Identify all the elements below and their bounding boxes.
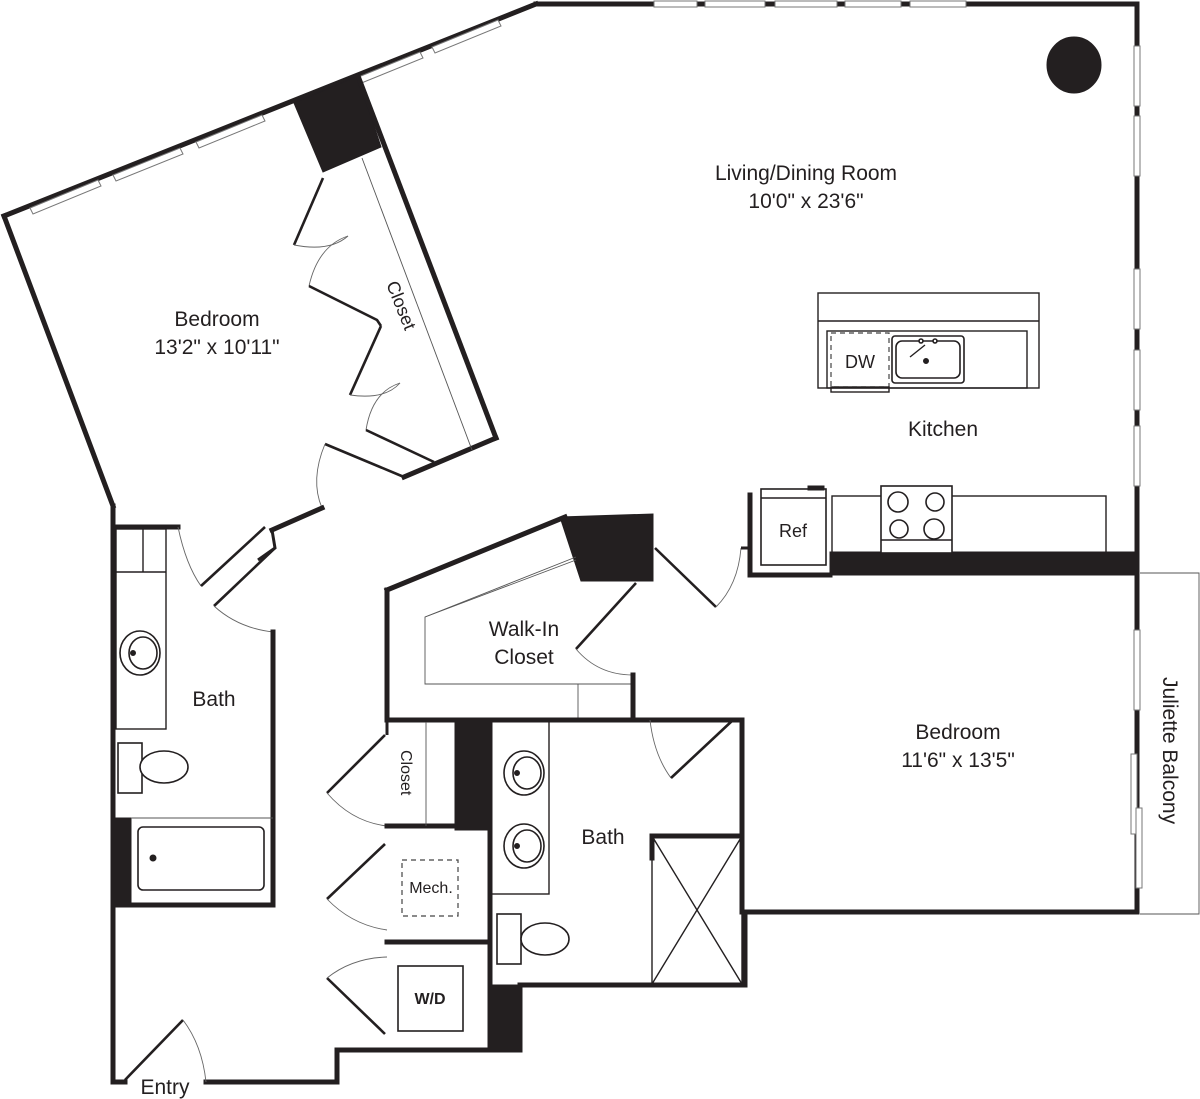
walk-in-closet	[383, 513, 750, 723]
living-dining-size: 10'0" x 23'6"	[748, 190, 863, 213]
closet-hall-label: Closet	[397, 750, 414, 796]
windows-right	[1130, 45, 1143, 889]
kitchen	[747, 292, 1138, 578]
bath-1-label: Bath	[192, 688, 235, 711]
hall-utility-rooms	[326, 717, 745, 1053]
bedroom-1-size: 13'2" x 10'11"	[154, 336, 279, 359]
living-dining-label: Living/Dining Room	[715, 162, 897, 185]
bath-1	[110, 524, 276, 908]
bedroom-2-size: 11'6" x 13'5"	[901, 749, 1015, 772]
dishwasher-label: DW	[845, 352, 875, 372]
entry-door	[124, 1019, 207, 1083]
balcony-label: Juliette Balcony	[1158, 677, 1181, 825]
windows-top	[653, 0, 967, 8]
walk-in-closet-label-2: Closet	[494, 646, 554, 669]
bedroom-2-label: Bedroom	[915, 721, 1000, 744]
walk-in-closet-label-1: Walk-In	[489, 618, 559, 641]
mech-label: Mech.	[409, 880, 453, 897]
refrigerator-label: Ref	[779, 521, 808, 541]
washer-dryer-label: W/D	[414, 991, 445, 1008]
kitchen-label: Kitchen	[908, 418, 978, 441]
entry-label: Entry	[140, 1076, 190, 1099]
closet-bedroom-label: Closet	[382, 278, 420, 333]
bath-2	[487, 717, 745, 985]
windows-top-left	[29, 19, 502, 215]
bedroom-1-walls	[257, 72, 500, 562]
structural-column	[1046, 36, 1102, 94]
juliette-balcony: Juliette Balcony	[1140, 572, 1200, 915]
bedroom-1-label: Bedroom	[174, 308, 259, 331]
bath-2-label: Bath	[581, 826, 624, 849]
